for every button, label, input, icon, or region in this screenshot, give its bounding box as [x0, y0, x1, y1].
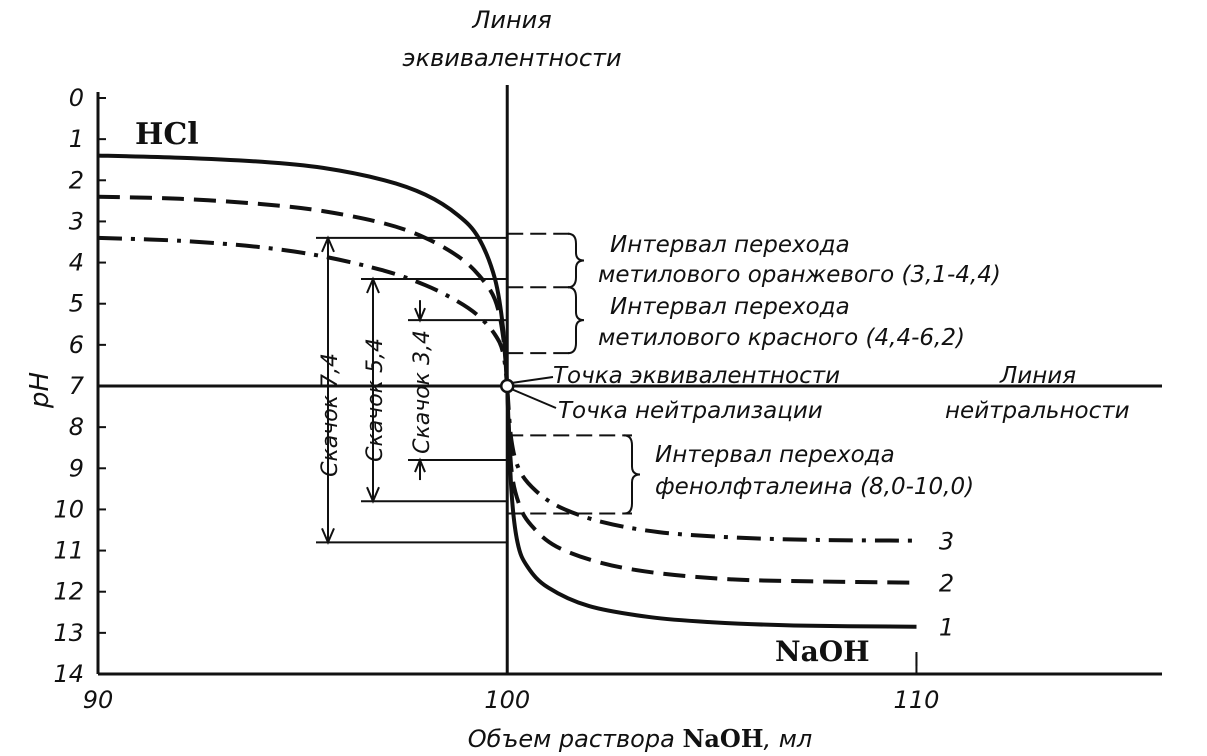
jump-arrowhead-bottom-0	[321, 527, 335, 545]
y-tick-label: 6	[69, 331, 84, 359]
neutralization-point-leader	[510, 388, 557, 409]
naoh-label: NaOH	[775, 635, 870, 668]
series-3-left-curve	[97, 235, 510, 387]
series-2-right-curve	[505, 385, 917, 585]
y-tick-label: 3	[69, 207, 84, 235]
equivalence-point-label: Точка эквивалентности	[553, 363, 840, 389]
neutralization-point-label: Точка нейтрализации	[558, 398, 823, 424]
jump-arrowhead-bottom-1	[366, 486, 380, 504]
y-tick-label: 9	[69, 454, 84, 482]
annotations	[316, 232, 641, 545]
hcl-label: HCl	[135, 117, 199, 152]
y-tick-label: 2	[69, 166, 84, 194]
equivalence-line-label-1: Линия	[471, 6, 551, 34]
y-tick-label: 14	[53, 660, 84, 688]
y-tick-label: 10	[53, 495, 84, 523]
series-1-left-curve	[97, 153, 510, 387]
interval-phenolphthalein-2: фенолфталеина (8,0-10,0)	[655, 474, 974, 500]
x-axis-label-prefix: Объем раствора	[468, 725, 683, 753]
y-tick-label: 8	[69, 413, 84, 441]
jump-label-7-4: Скачок 7,4	[318, 353, 343, 477]
x-axis-label-bold: NaOH	[682, 724, 763, 753]
equivalence-point-leader	[511, 376, 554, 384]
interval-phenolphthalein-1: Интервал перехода	[655, 442, 895, 468]
titration-curves: 3 2 1	[97, 153, 954, 642]
y-tick-label: 1	[69, 125, 84, 153]
y-tick-label: 12	[53, 578, 84, 606]
series-3-right-curve	[505, 385, 917, 543]
neutrality-line-label-2: нейтральности	[945, 398, 1130, 424]
jump-arrowhead-top-2	[414, 307, 426, 323]
y-tick-label: 7	[69, 372, 85, 400]
jump-label-5-4: Скачок 5,4	[363, 338, 388, 462]
jump-arrowhead-top-0	[321, 235, 335, 253]
jump-arrowhead-top-1	[366, 276, 380, 294]
x-axis-label: Объем раствора NaOH, мл	[468, 724, 812, 753]
series-1-right-curve	[505, 385, 917, 629]
x-tick-label: 90	[83, 686, 114, 714]
brace-methyl-red	[567, 286, 585, 355]
y-tick-label: 0	[69, 84, 84, 112]
series-label-1: 1	[939, 614, 954, 642]
series-label-3: 3	[939, 528, 954, 556]
interval-methyl-red-1: Интервал перехода	[610, 294, 850, 320]
series-label-2: 2	[939, 570, 954, 598]
equivalence-line-label-2: эквивалентности	[402, 44, 621, 72]
brace-methyl-orange	[567, 232, 585, 289]
y-tick-label: 4	[69, 249, 84, 277]
x-tick-label: 100	[484, 686, 530, 714]
brace-phenolphthalein	[623, 434, 641, 515]
y-tick-label: 13	[53, 619, 84, 647]
x-axis-label-suffix: , мл	[764, 725, 813, 753]
jump-label-3-4: Скачок 3,4	[410, 330, 435, 454]
equivalence-point-marker	[499, 378, 515, 394]
interval-methyl-red-2: метилового красного (4,4-6,2)	[598, 325, 965, 351]
interval-methyl-orange-2: метилового оранжевого (3,1-4,4)	[598, 262, 1001, 288]
y-tick-label: 11	[53, 537, 84, 565]
y-tick-label: 5	[69, 290, 84, 318]
series-2-left-curve	[97, 194, 510, 387]
x-tick-label: 110	[894, 686, 940, 714]
neutrality-line-label-1: Линия	[999, 363, 1076, 389]
interval-methyl-orange-1: Интервал перехода	[610, 232, 850, 258]
y-axis-label: pH	[25, 372, 55, 409]
jump-arrowhead-bottom-2	[414, 457, 426, 473]
